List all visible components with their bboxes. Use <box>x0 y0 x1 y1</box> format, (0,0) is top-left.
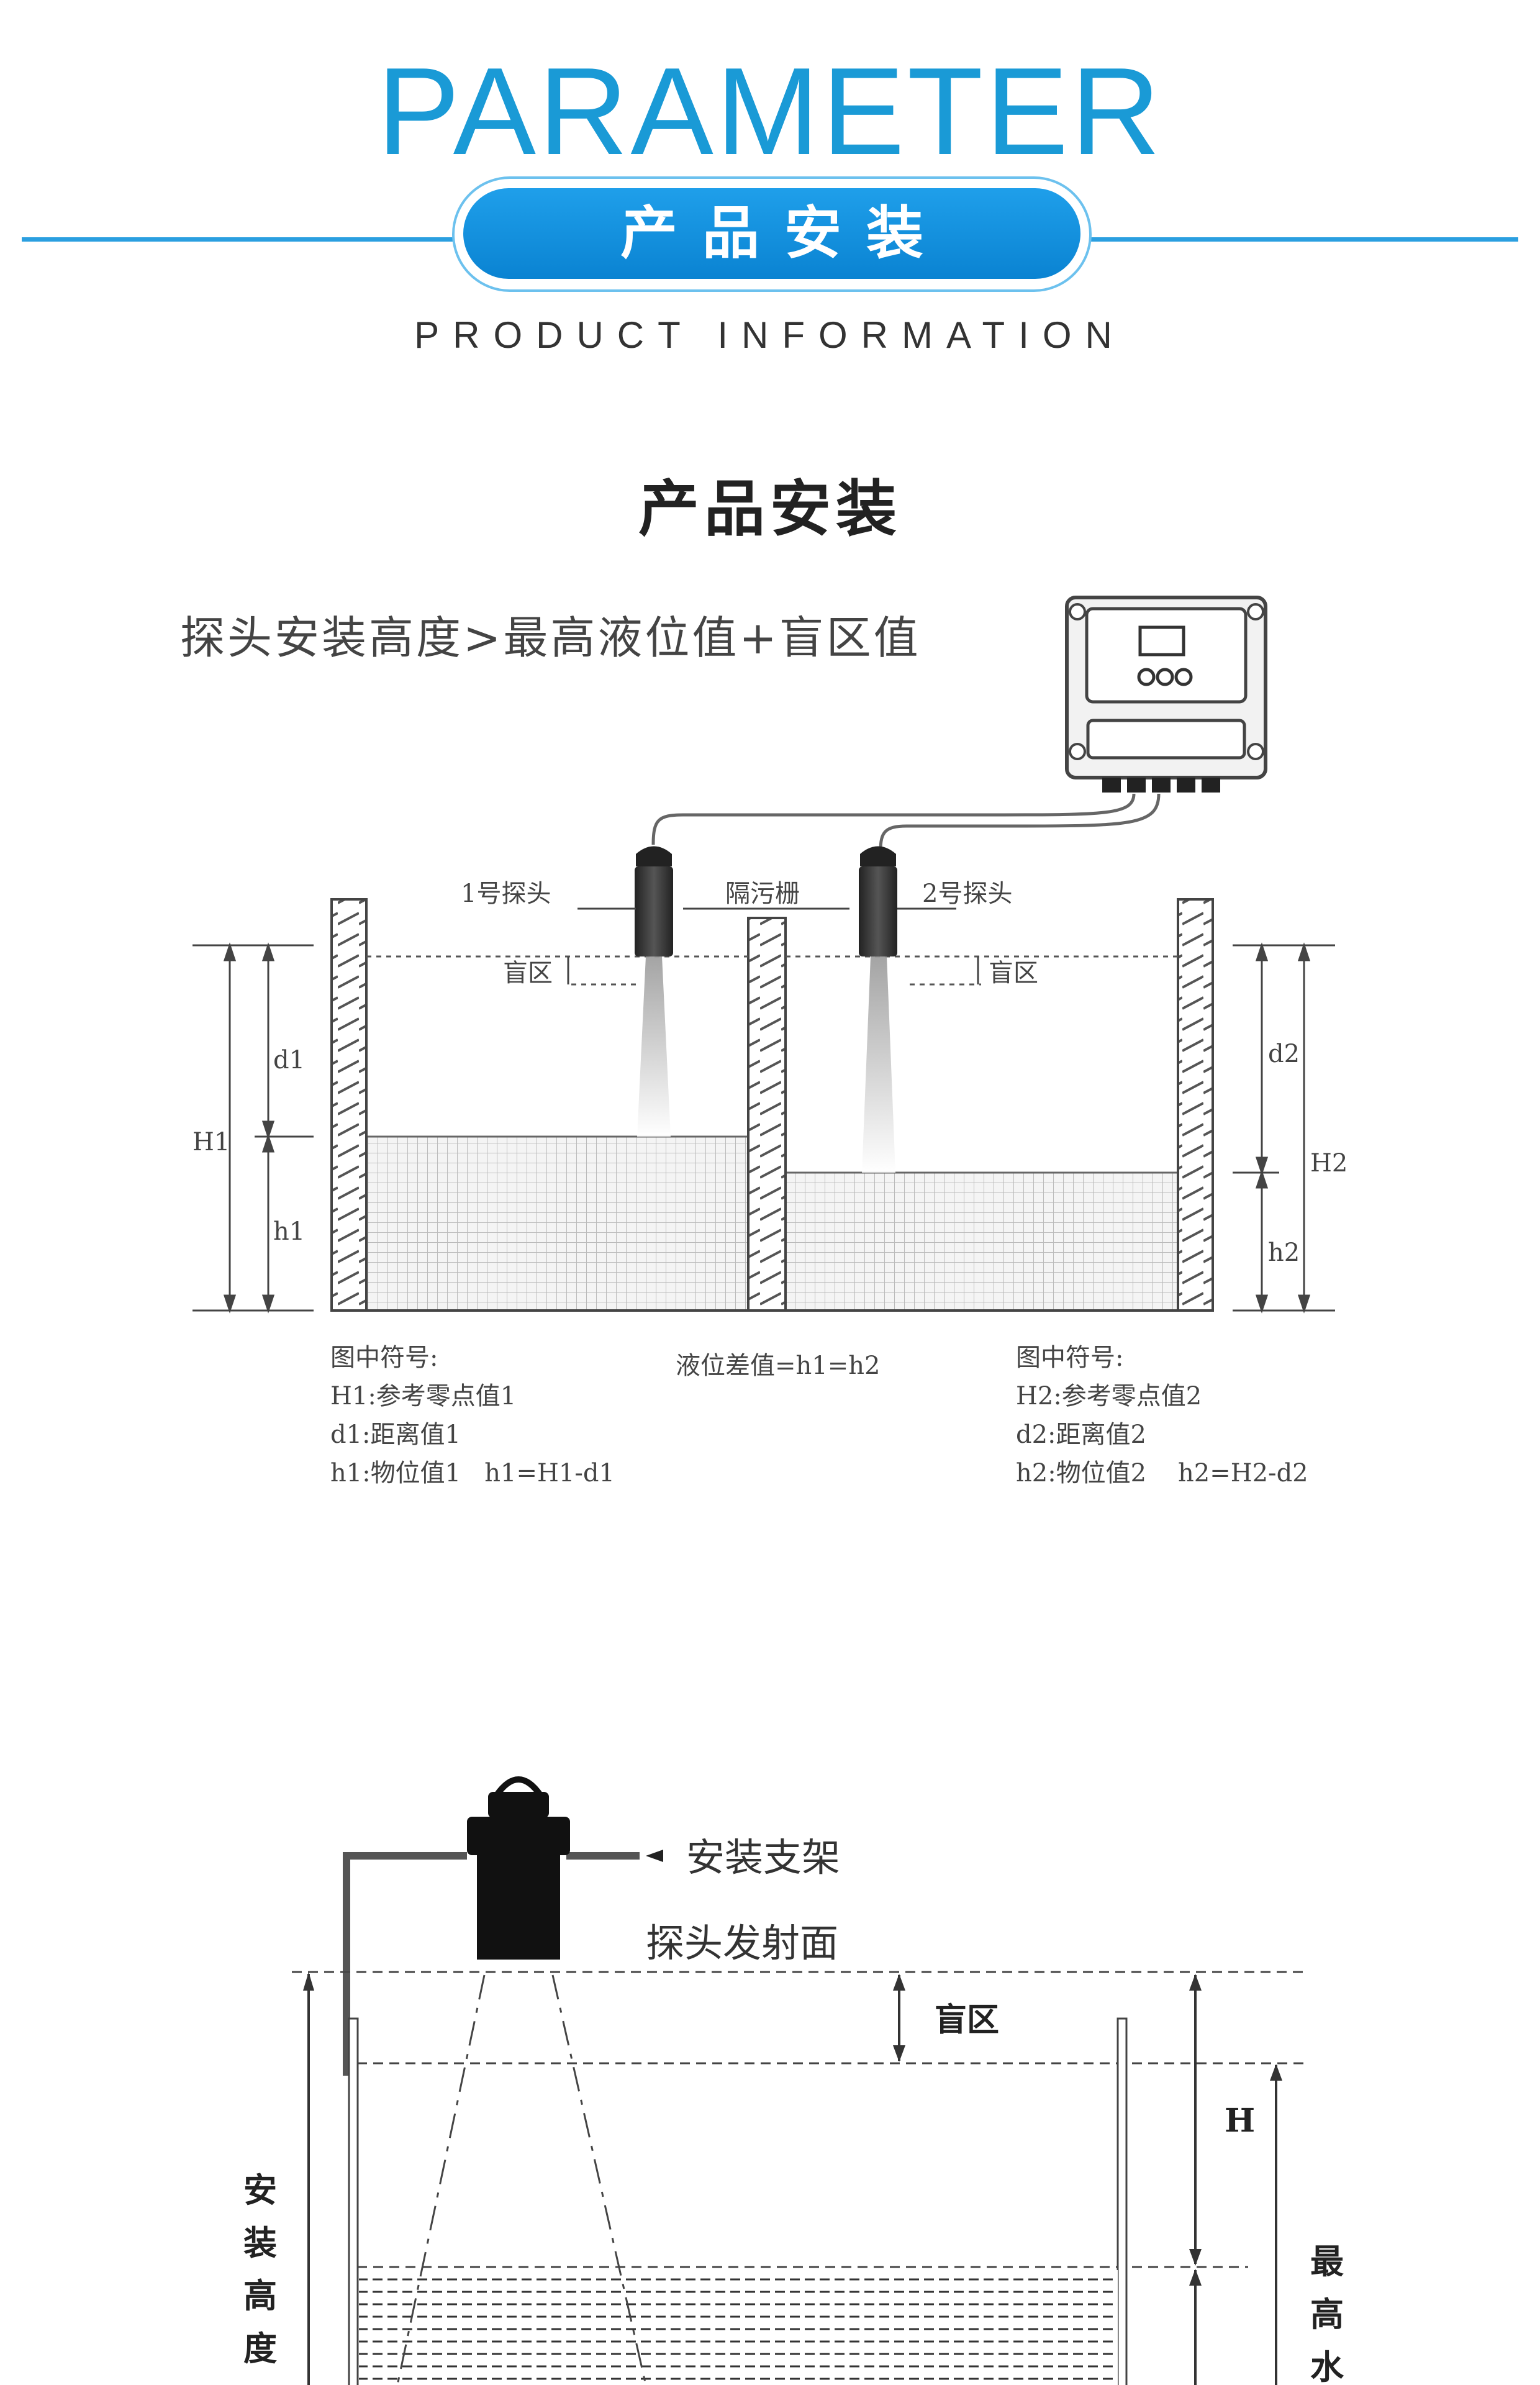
probe1-cable <box>651 793 1136 845</box>
probe2-cable <box>879 793 1161 852</box>
probe1-icon <box>635 846 673 956</box>
water-body <box>359 2270 1118 2385</box>
legend-right-line: d2:距离值2 <box>1016 1420 1146 1449</box>
max-level-char: 水 <box>1310 2347 1344 2385</box>
section-title: 产品安装 <box>638 474 902 545</box>
legend-left-line: h1:物位值1 h1=H1-d1 <box>330 1459 615 1488</box>
h1-label: h1 <box>273 1217 305 1246</box>
bracket-label: 安装支架 <box>686 1835 840 1880</box>
d2-label: d2 <box>1268 1040 1300 1068</box>
blind2-label: 盲区 <box>989 959 1038 988</box>
legend-right-line: H2:参考零点值2 <box>1016 1382 1202 1411</box>
header-badge: 产品安装 <box>463 188 1080 279</box>
baffle-label: 隔污栅 <box>725 879 800 908</box>
header-subtitle: PRODUCT INFORMATION <box>414 314 1126 356</box>
install-height-char: 安 <box>243 2170 277 2210</box>
legend-left-line: d1:距离值1 <box>330 1420 461 1449</box>
tank-right-wall <box>1116 2017 1128 2385</box>
H2-label: H2 <box>1310 1149 1348 1178</box>
liquid-right <box>784 1171 1179 1312</box>
max-level-char: 高 <box>1310 2294 1344 2334</box>
install-height-char: 度 <box>243 2328 277 2368</box>
probe2-label: 2号探头 <box>922 879 1012 908</box>
dual-probe-diagram: 1号探头 隔污栅 2号探头 盲区 盲区 H1 d1 h1 d2 h2 <box>192 596 1348 1314</box>
left-dimensions <box>192 942 314 1314</box>
probe1-beam <box>637 956 671 1137</box>
install-height-char: 装 <box>243 2223 277 2263</box>
blind-zone-label: 盲区 <box>935 2001 999 2039</box>
legend-left-title: 图中符号: <box>330 1343 438 1372</box>
probe1-label: 1号探头 <box>461 879 551 908</box>
right-dimensions <box>1233 942 1335 1314</box>
liquid-left <box>365 1135 750 1312</box>
probe2-beam <box>862 956 895 1173</box>
legend-left: 图中符号: H1:参考零点值1 d1:距离值1 h1:物位值1 h1=H1-d1 <box>330 1338 615 1492</box>
install-height-char: 高 <box>243 2276 277 2315</box>
max-level-char: 最 <box>1310 2242 1344 2281</box>
right-wall <box>1177 898 1214 1312</box>
single-probe-diagram: 安装支架 探头发射面 盲区 H 安 装 高 度 最 高 水 <box>243 1776 1344 2385</box>
baffle-wall <box>747 917 787 1312</box>
probe2-icon <box>859 846 897 956</box>
face-label: 探头发射面 <box>646 1920 838 1966</box>
left-wall <box>330 898 368 1312</box>
H-label: H <box>1225 2102 1255 2140</box>
h2-label: h2 <box>1268 1238 1300 1267</box>
d1-label: d1 <box>273 1046 305 1074</box>
legend-right: 图中符号: H2:参考零点值2 d2:距离值2 h2:物位值2 h2=H2-d2 <box>1016 1338 1308 1492</box>
probe-icon <box>467 1776 570 1960</box>
legend-center: 液位差值=h1=h2 <box>676 1352 881 1380</box>
controller-unit <box>1065 596 1267 793</box>
blind1-label: 盲区 <box>503 959 553 988</box>
header-title: PARAMETER <box>377 42 1163 181</box>
install-rule-text: 探头安装高度>最高液位值+盲区值 <box>180 612 921 664</box>
legend-right-line: h2:物位值2 h2=H2-d2 <box>1016 1459 1308 1488</box>
legend-left-line: H1:参考零点值1 <box>330 1382 517 1411</box>
H1-label: H1 <box>192 1128 230 1156</box>
tank-left-wall <box>348 2017 359 2385</box>
legend-right-title: 图中符号: <box>1016 1343 1124 1372</box>
